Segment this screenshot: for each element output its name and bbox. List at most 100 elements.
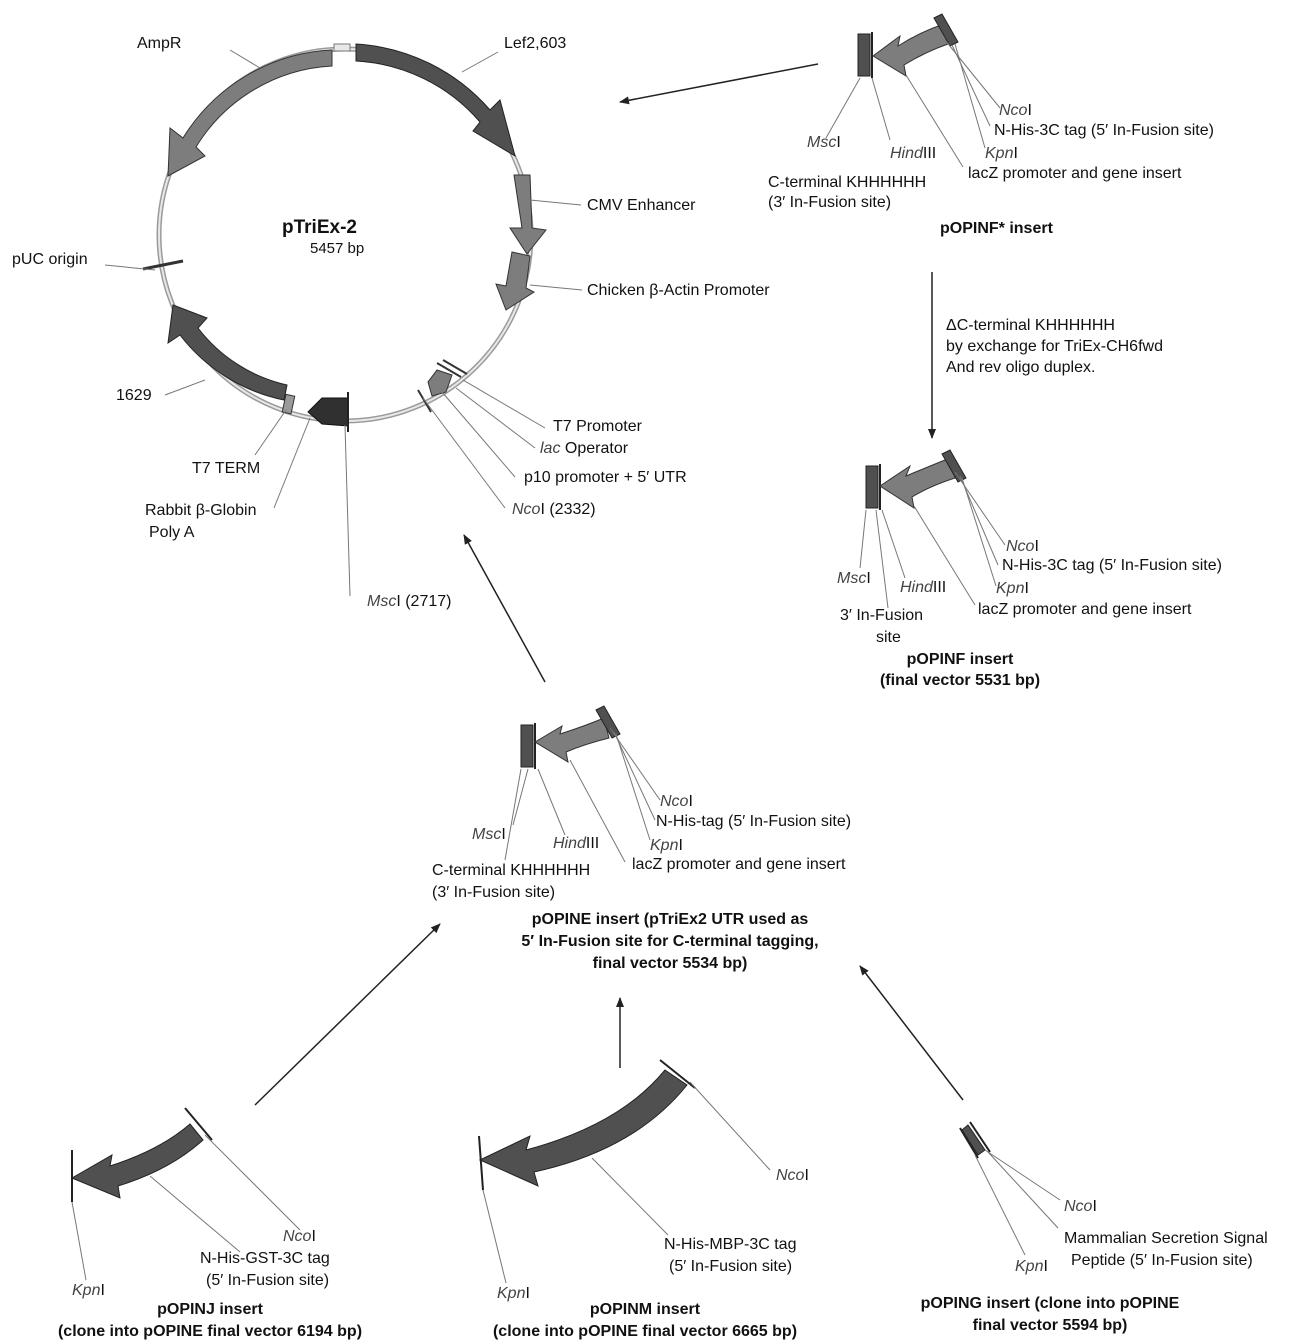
- italic: Nco: [660, 793, 689, 810]
- rest: I: [836, 134, 841, 151]
- popine-nhis: N-His-tag (5′ In-Fusion site): [656, 813, 852, 830]
- msci-rest: I (2717): [396, 593, 452, 610]
- popine-msci: MscI: [472, 825, 506, 845]
- italic: Nco: [1064, 1198, 1093, 1215]
- label-t7-term: T7 TERM: [192, 460, 261, 477]
- italic: Kpn: [996, 580, 1025, 597]
- poping-ncoi: NcoI: [1064, 1197, 1097, 1217]
- popinm-tag: N-His-MBP-3C tag: [664, 1236, 797, 1253]
- popinf-ncoi: NcoI: [1006, 537, 1039, 557]
- popinfstar-cterm-site: (3′ In-Fusion site): [768, 194, 892, 211]
- msci-italic: Msc: [367, 593, 397, 610]
- popinm-tag-site: (5′ In-Fusion site): [669, 1258, 793, 1275]
- popinf-lacz: lacZ promoter and gene insert: [978, 601, 1192, 618]
- italic: Nco: [999, 102, 1028, 119]
- plasmid-size: 5457 bp: [310, 240, 365, 257]
- popinm-final: (clone into pOPINE final vector 6665 bp): [492, 1323, 798, 1340]
- label-t7-promoter: T7 Promoter: [553, 418, 642, 435]
- popinf-star-insert: [825, 13, 1001, 168]
- italic: Kpn: [72, 1282, 101, 1299]
- flow-arrows: [254, 63, 964, 1106]
- popine-hindiii: HindIII: [553, 834, 599, 854]
- ncoi-rest: I (2332): [540, 501, 596, 518]
- label-poly-a: Poly A: [149, 524, 195, 541]
- popinfstar-hindiii: HindIII: [890, 144, 936, 164]
- italic: Kpn: [1015, 1258, 1044, 1275]
- popinfstar-msci: MscI: [807, 133, 841, 153]
- label-cmv: CMV Enhancer: [587, 197, 696, 214]
- exchange-line3: And rev oligo duplex.: [946, 359, 1096, 376]
- popinf-site1: 3′ In-Fusion: [840, 607, 924, 624]
- popinm-insert: [478, 1059, 771, 1284]
- popinfstar-lacz: lacZ promoter and gene insert: [968, 165, 1182, 182]
- italic: Hind: [890, 145, 923, 162]
- poping-insert: [959, 1121, 1061, 1256]
- italic: Kpn: [497, 1285, 526, 1302]
- italic: Hind: [900, 579, 933, 596]
- label-rabbit-globin: Rabbit β-Globin: [145, 502, 257, 519]
- popinm-title: pOPINM insert: [589, 1301, 701, 1318]
- poping-title: pOPING insert (clone into pOPINE: [920, 1295, 1180, 1312]
- popinj-tag-site: (5′ In-Fusion site): [206, 1272, 330, 1289]
- popine-title: pOPINE insert (pTriEx2 UTR used as: [531, 911, 809, 928]
- label-1629: 1629: [116, 387, 152, 404]
- poping-signal: Mammalian Secretion Signal: [1064, 1230, 1268, 1247]
- plasmid-leaders: [104, 49, 583, 597]
- lac-italic: lac: [540, 440, 561, 457]
- cmv-feature: [509, 174, 547, 255]
- lac-rest: Operator: [560, 440, 629, 457]
- italic: Kpn: [985, 145, 1014, 162]
- popinm-ncoi: NcoI: [776, 1166, 809, 1186]
- exchange-line2: by exchange for TriEx-CH6fwd: [946, 338, 1163, 355]
- italic: Msc: [807, 134, 837, 151]
- popinf-title: pOPINF insert: [906, 651, 1014, 668]
- popinfstar-cterm: C-terminal KHHHHHH: [768, 174, 927, 191]
- rest: III: [932, 579, 947, 596]
- label-lac-operator: lac Operator: [540, 439, 628, 459]
- popine-cterm-site: (3′ In-Fusion site): [432, 884, 556, 901]
- popine-title2: 5′ In-Fusion site for C-terminal tagging…: [521, 933, 819, 950]
- chicken-actin-feature: [495, 251, 536, 311]
- popine-cterm: C-terminal KHHHHHH: [432, 862, 591, 879]
- popinf-site2: site: [876, 629, 901, 646]
- popinfstar-ncoi: NcoI: [999, 101, 1032, 121]
- rest: I: [1013, 145, 1018, 162]
- italic: Nco: [776, 1167, 805, 1184]
- popine-ncoi: NcoI: [660, 792, 693, 812]
- popinf-msci: MscI: [837, 569, 871, 589]
- rest: I: [804, 1167, 809, 1184]
- popine-insert: [504, 705, 661, 863]
- label-lef2: Lef2,603: [504, 35, 567, 52]
- popinf-final: (final vector 5531 bp): [879, 672, 1041, 689]
- rest: I: [678, 837, 683, 854]
- popinfstar-nhis: N-His-3C tag (5′ In-Fusion site): [994, 122, 1214, 139]
- arrow-popine-to-plasmid: [463, 534, 546, 683]
- rest: I: [525, 1285, 530, 1302]
- popine-kpni: KpnI: [650, 836, 683, 856]
- plasmid-map: [142, 43, 547, 432]
- arrow-poping-to-popine: [859, 965, 964, 1101]
- italic: Nco: [283, 1228, 312, 1245]
- beta-globin-feature: [307, 397, 349, 427]
- rest: I: [1092, 1198, 1097, 1215]
- italic: Hind: [553, 835, 586, 852]
- popine-lacz: lacZ promoter and gene insert: [632, 856, 846, 873]
- label-msci-2717: MscI (2717): [367, 592, 451, 612]
- lef2-feature: [355, 43, 516, 158]
- label-p10: p10 promoter + 5′ UTR: [524, 469, 687, 486]
- rest: I: [1027, 102, 1032, 119]
- ncoi-italic: Nco: [512, 501, 541, 518]
- label-ampr: AmpR: [137, 35, 182, 52]
- popinf-kpni: KpnI: [996, 579, 1029, 599]
- popinj-tag: N-His-GST-3C tag: [200, 1250, 330, 1267]
- rest: I: [501, 826, 506, 843]
- rest: I: [1034, 538, 1039, 555]
- popine-title3: final vector 5534 bp): [592, 955, 748, 972]
- label-ncoi-2332: NcoI (2332): [512, 500, 596, 520]
- poping-kpni: KpnI: [1015, 1257, 1048, 1277]
- popinf-nhis: N-His-3C tag (5′ In-Fusion site): [1002, 557, 1222, 574]
- poping-signal-site: Peptide (5′ In-Fusion site): [1071, 1252, 1253, 1269]
- poping-final: final vector 5594 bp): [972, 1317, 1128, 1334]
- plasmid-name: pTriEx-2: [282, 217, 357, 238]
